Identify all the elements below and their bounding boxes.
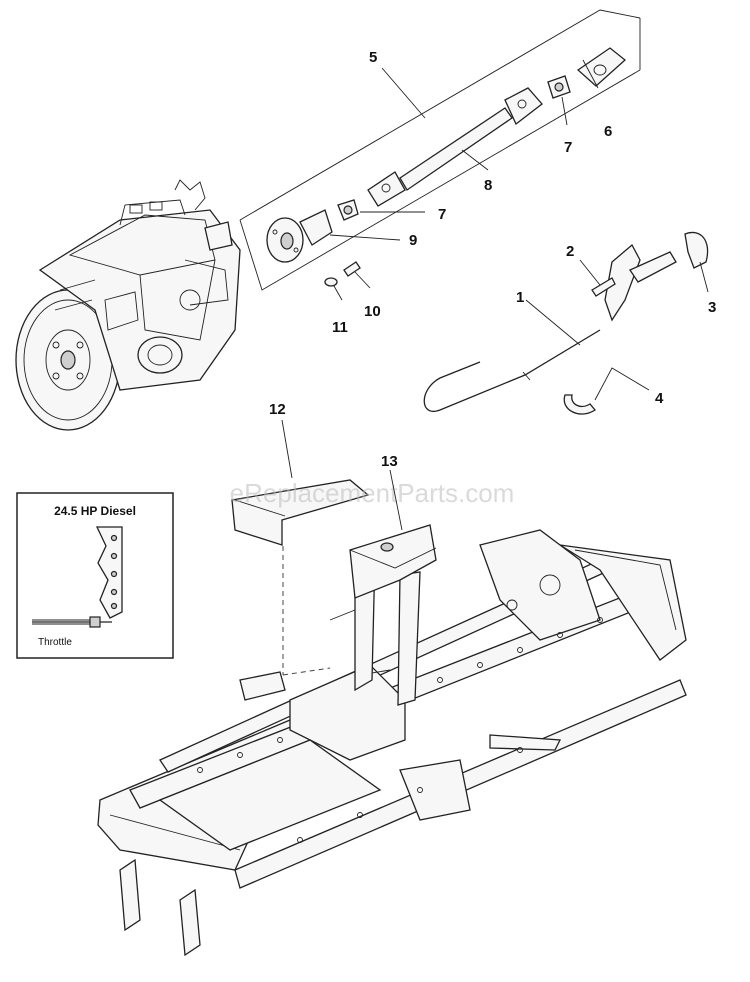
- callout-12: 12: [269, 401, 286, 418]
- callout-8: 8: [484, 177, 492, 194]
- inset-title: 24.5 HP Diesel: [54, 504, 136, 518]
- leader-lines: [281, 59, 709, 531]
- inset-bracket: [95, 526, 123, 619]
- engine-illustration: [15, 179, 241, 431]
- callout-1: 1: [516, 289, 524, 306]
- driveshaft-assembly: [239, 9, 641, 291]
- callout-4: 4: [655, 390, 664, 407]
- callout-10: 10: [364, 303, 381, 320]
- callout-13: 13: [381, 453, 398, 470]
- callout-2: 2: [566, 243, 574, 260]
- throttle-cable-assembly: [423, 231, 709, 415]
- callout-7-left: 7: [438, 206, 446, 223]
- chassis-frame: [97, 529, 687, 957]
- callout-11: 11: [332, 319, 348, 336]
- inset-box: 24.5 HP Diesel Throttle: [16, 492, 174, 659]
- callout-6: 6: [604, 123, 612, 140]
- callout-9: 9: [409, 232, 417, 249]
- foam-block-13: [349, 524, 437, 599]
- callout-3: 3: [708, 299, 716, 316]
- callout-7-right: 7: [564, 139, 572, 156]
- inset-throttle-label: Throttle: [38, 637, 72, 648]
- watermark: eReplacementParts.com: [230, 478, 515, 508]
- callout-5: 5: [369, 49, 377, 66]
- foam-block-12: [231, 479, 370, 676]
